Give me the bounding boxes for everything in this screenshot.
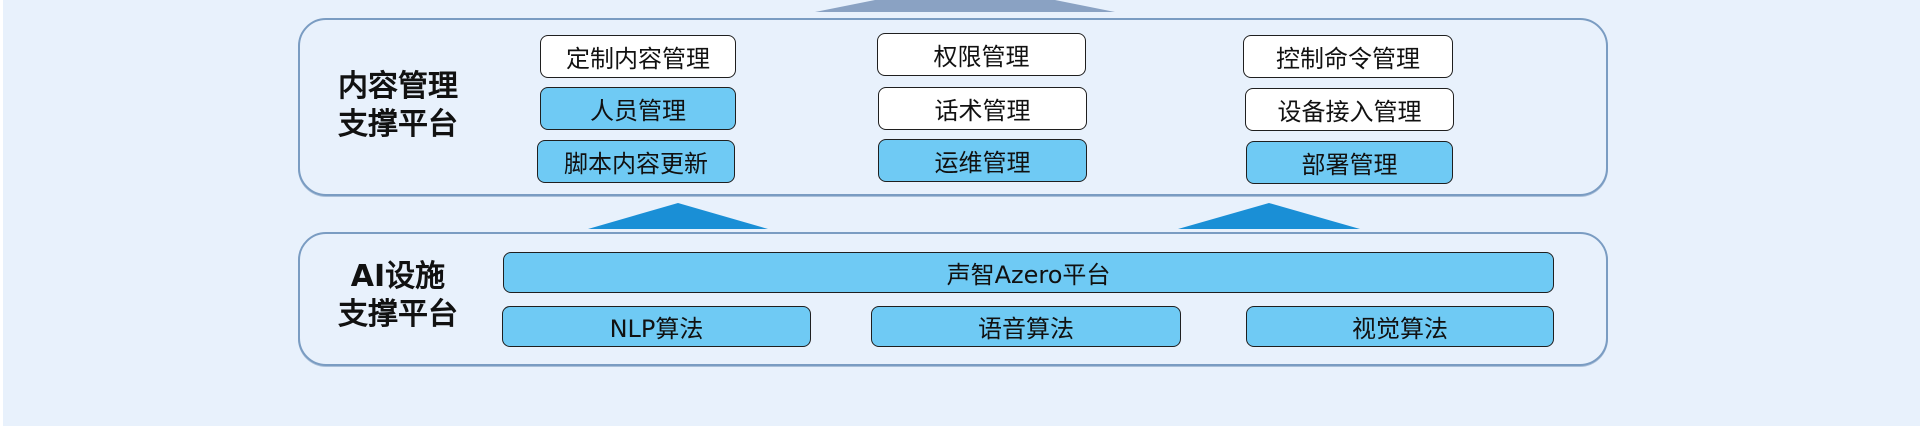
box-speech-algorithm: 语音算法: [871, 306, 1181, 347]
top-arrow-shape: [815, 0, 1115, 12]
box-control-command-management: 控制命令管理: [1243, 35, 1453, 78]
box-personnel-management: 人员管理: [540, 87, 736, 130]
box-deployment-management: 部署管理: [1246, 141, 1453, 184]
left-up-arrow-shape: [588, 203, 768, 229]
box-script-content-update: 脚本内容更新: [537, 140, 735, 183]
ai-platform-title-line2: 支撑平台: [338, 297, 458, 332]
box-vision-algorithm: 视觉算法: [1246, 306, 1554, 347]
box-permission-management: 权限管理: [877, 33, 1086, 76]
content-platform-title-line1: 内容管理: [338, 69, 458, 104]
top-arrow: [815, 0, 1115, 12]
box-azero-platform: 声智Azero平台: [503, 252, 1554, 293]
ai-platform-title: AI设施 支撑平台: [318, 258, 478, 334]
box-nlp-algorithm: NLP算法: [502, 306, 811, 347]
left-up-arrow: [588, 203, 768, 229]
content-platform-title: 内容管理 支撑平台: [318, 68, 478, 144]
box-script-talk-management: 话术管理: [878, 87, 1087, 130]
right-up-arrow-shape: [1178, 203, 1360, 229]
box-device-access-management: 设备接入管理: [1245, 88, 1454, 131]
content-platform-title-line2: 支撑平台: [338, 107, 458, 142]
box-operations-management: 运维管理: [878, 139, 1087, 182]
right-up-arrow: [1178, 203, 1360, 229]
box-custom-content-management: 定制内容管理: [540, 35, 736, 78]
ai-platform-title-line1: AI设施: [350, 259, 446, 294]
